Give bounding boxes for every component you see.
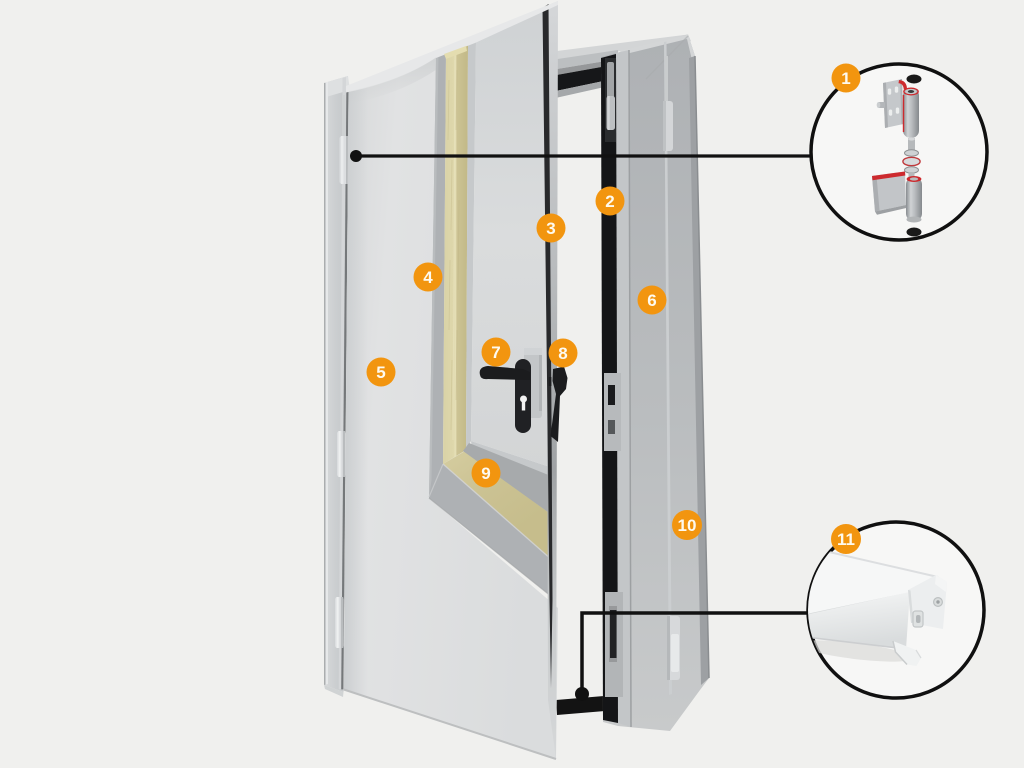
svg-text:1: 1 [841,69,850,88]
svg-text:7: 7 [491,343,500,362]
svg-text:5: 5 [376,363,385,382]
svg-text:6: 6 [647,291,656,310]
svg-text:3: 3 [546,219,555,238]
svg-text:2: 2 [605,192,614,211]
svg-text:9: 9 [481,464,490,483]
svg-text:4: 4 [423,268,433,287]
svg-text:11: 11 [837,530,855,549]
svg-text:10: 10 [678,516,697,535]
svg-text:8: 8 [558,344,567,363]
